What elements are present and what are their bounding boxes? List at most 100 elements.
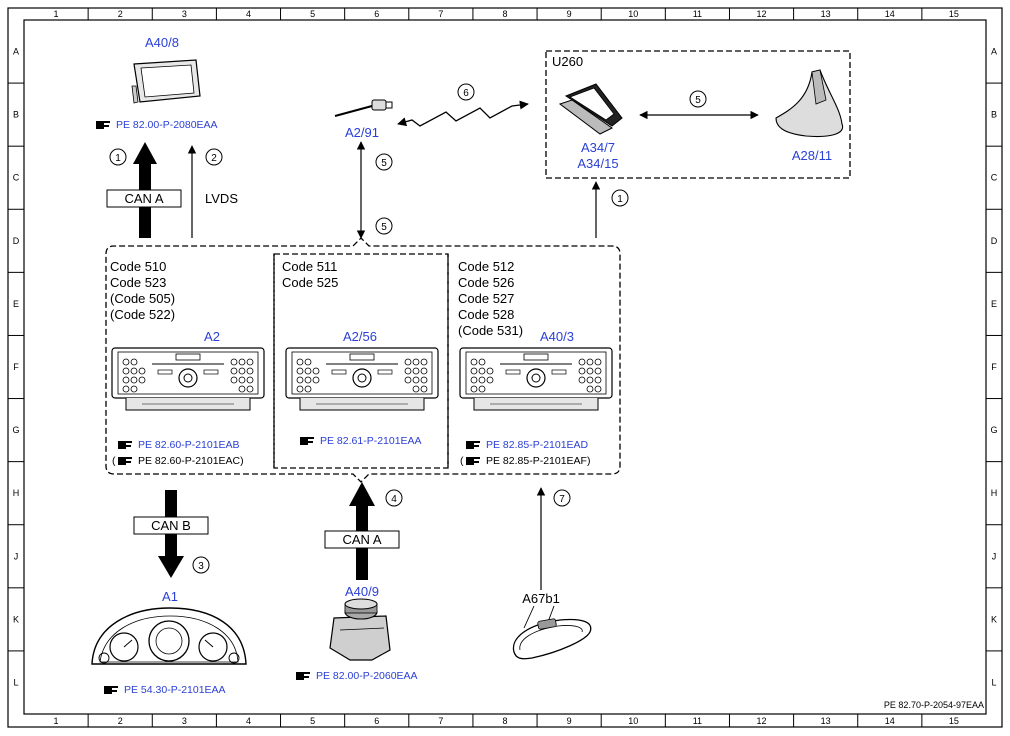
row-label: H <box>991 488 998 498</box>
connection-4-marker <box>385 489 403 507</box>
column-label: 3 <box>182 9 187 19</box>
row-label: H <box>13 488 20 498</box>
a2-code-4: (Code 522) <box>110 307 175 322</box>
a40-3-label: A40/3 <box>540 329 574 344</box>
connection-4-number: 4 <box>391 494 397 505</box>
a1-label: A1 <box>162 589 178 604</box>
column-label: 8 <box>502 716 507 726</box>
a67b1-label: A67b1 <box>522 591 560 606</box>
a40-9-reference: PE 82.00-P-2060EAA <box>316 670 418 682</box>
row-label: L <box>991 677 996 687</box>
column-label: 15 <box>949 9 959 19</box>
row-label: C <box>991 173 998 183</box>
a2-reference-2: PE 82.60-P-2101EAC) <box>138 455 244 467</box>
row-label: E <box>991 299 997 309</box>
column-label: 6 <box>374 9 379 19</box>
column-label: 2 <box>118 9 123 19</box>
a40-8-label: A40/8 <box>145 35 179 50</box>
controller-knob-icon <box>329 598 391 661</box>
row-label: D <box>991 236 998 246</box>
instrument-cluster-icon <box>91 607 247 665</box>
can-a-top-arrow <box>106 142 182 238</box>
a2-code-2: Code 523 <box>110 275 166 290</box>
a2-reference-1: PE 82.60-P-2101EAB <box>138 439 240 451</box>
can-b-arrow <box>133 490 209 578</box>
connection-5-lower-marker <box>375 217 393 235</box>
a2-56-reference: PE 82.61-P-2101EAA <box>320 435 422 447</box>
u260-label: U260 <box>552 54 583 69</box>
column-label: 1 <box>54 716 59 726</box>
row-label: G <box>990 425 997 435</box>
connection-5-upper-number: 5 <box>381 158 387 169</box>
a40-3-radio-icon <box>459 347 613 411</box>
reference-icon <box>118 441 132 449</box>
a67b1-leader-left <box>523 605 535 629</box>
column-label: 4 <box>246 716 251 726</box>
a2-56-radio-icon <box>285 347 439 411</box>
mirror-sensor-icon <box>512 618 592 660</box>
head-unit-group-box <box>105 237 621 483</box>
column-label: 9 <box>567 9 572 19</box>
phone-cradle-icon <box>558 83 623 135</box>
a40-3-code-4: Code 528 <box>458 307 514 322</box>
a40-3-code-3: Code 527 <box>458 291 514 306</box>
a40-3-code-2: Code 526 <box>458 275 514 290</box>
column-ticks: 1122334455667788991010111112121313141415… <box>54 8 959 727</box>
row-label: A <box>991 47 997 57</box>
column-label: 15 <box>949 716 959 726</box>
column-label: 5 <box>310 716 315 726</box>
a40-3-code-1: Code 512 <box>458 259 514 274</box>
a40-3-reference-2-bracket: ( <box>460 455 464 467</box>
connection-5-upper-marker <box>375 153 393 171</box>
a2-reference-2-bracket: ( <box>112 455 116 467</box>
column-label: 12 <box>757 716 767 726</box>
column-label: 11 <box>693 9 702 19</box>
column-label: 13 <box>821 716 831 726</box>
column-label: 8 <box>502 9 507 19</box>
connection-5-right-number: 5 <box>695 95 701 106</box>
row-label: G <box>12 425 19 435</box>
a34-15-label: A34/15 <box>577 156 618 171</box>
reference-icon <box>96 121 110 129</box>
a34-7-label: A34/7 <box>581 140 615 155</box>
connection-1-number: 1 <box>115 153 121 164</box>
column-label: 14 <box>885 9 895 19</box>
connection-1-right-marker <box>611 189 629 207</box>
a2-code-1: Code 510 <box>110 259 166 274</box>
reference-icon <box>296 672 310 680</box>
column-label: 2 <box>118 716 123 726</box>
connection-1-right-number: 1 <box>617 194 623 205</box>
a2-code-3: (Code 505) <box>110 291 175 306</box>
column-label: 13 <box>821 9 831 19</box>
column-label: 7 <box>438 9 443 19</box>
row-label: F <box>991 362 997 372</box>
column-label: 7 <box>438 716 443 726</box>
can-a-bottom-arrow <box>324 482 400 580</box>
reference-icon <box>466 441 480 449</box>
column-label: 12 <box>757 9 767 19</box>
connection-2-number: 2 <box>211 153 217 164</box>
row-label: K <box>991 614 997 624</box>
a2-label: A2 <box>204 329 220 344</box>
can-b-label: CAN B <box>151 518 191 533</box>
a2-56-code-1: Code 511 <box>282 259 337 274</box>
inner-frame <box>23 19 987 715</box>
column-label: 11 <box>693 716 702 726</box>
row-label: C <box>13 173 20 183</box>
row-label: B <box>13 110 19 120</box>
reference-icon <box>466 457 480 465</box>
connection-7-marker <box>553 489 571 507</box>
row-label: L <box>13 677 18 687</box>
column-label: 1 <box>54 9 59 19</box>
reference-icon <box>104 686 118 694</box>
column-label: 10 <box>628 716 638 726</box>
reference-icon <box>300 437 314 445</box>
wireless-link-arrow <box>397 100 529 127</box>
document-id: PE 82.70-P-2054-97EAA <box>884 700 984 710</box>
a40-3-code-5: (Code 531) <box>458 323 523 338</box>
row-label: K <box>13 614 19 624</box>
a2-radio-icon <box>111 347 265 411</box>
